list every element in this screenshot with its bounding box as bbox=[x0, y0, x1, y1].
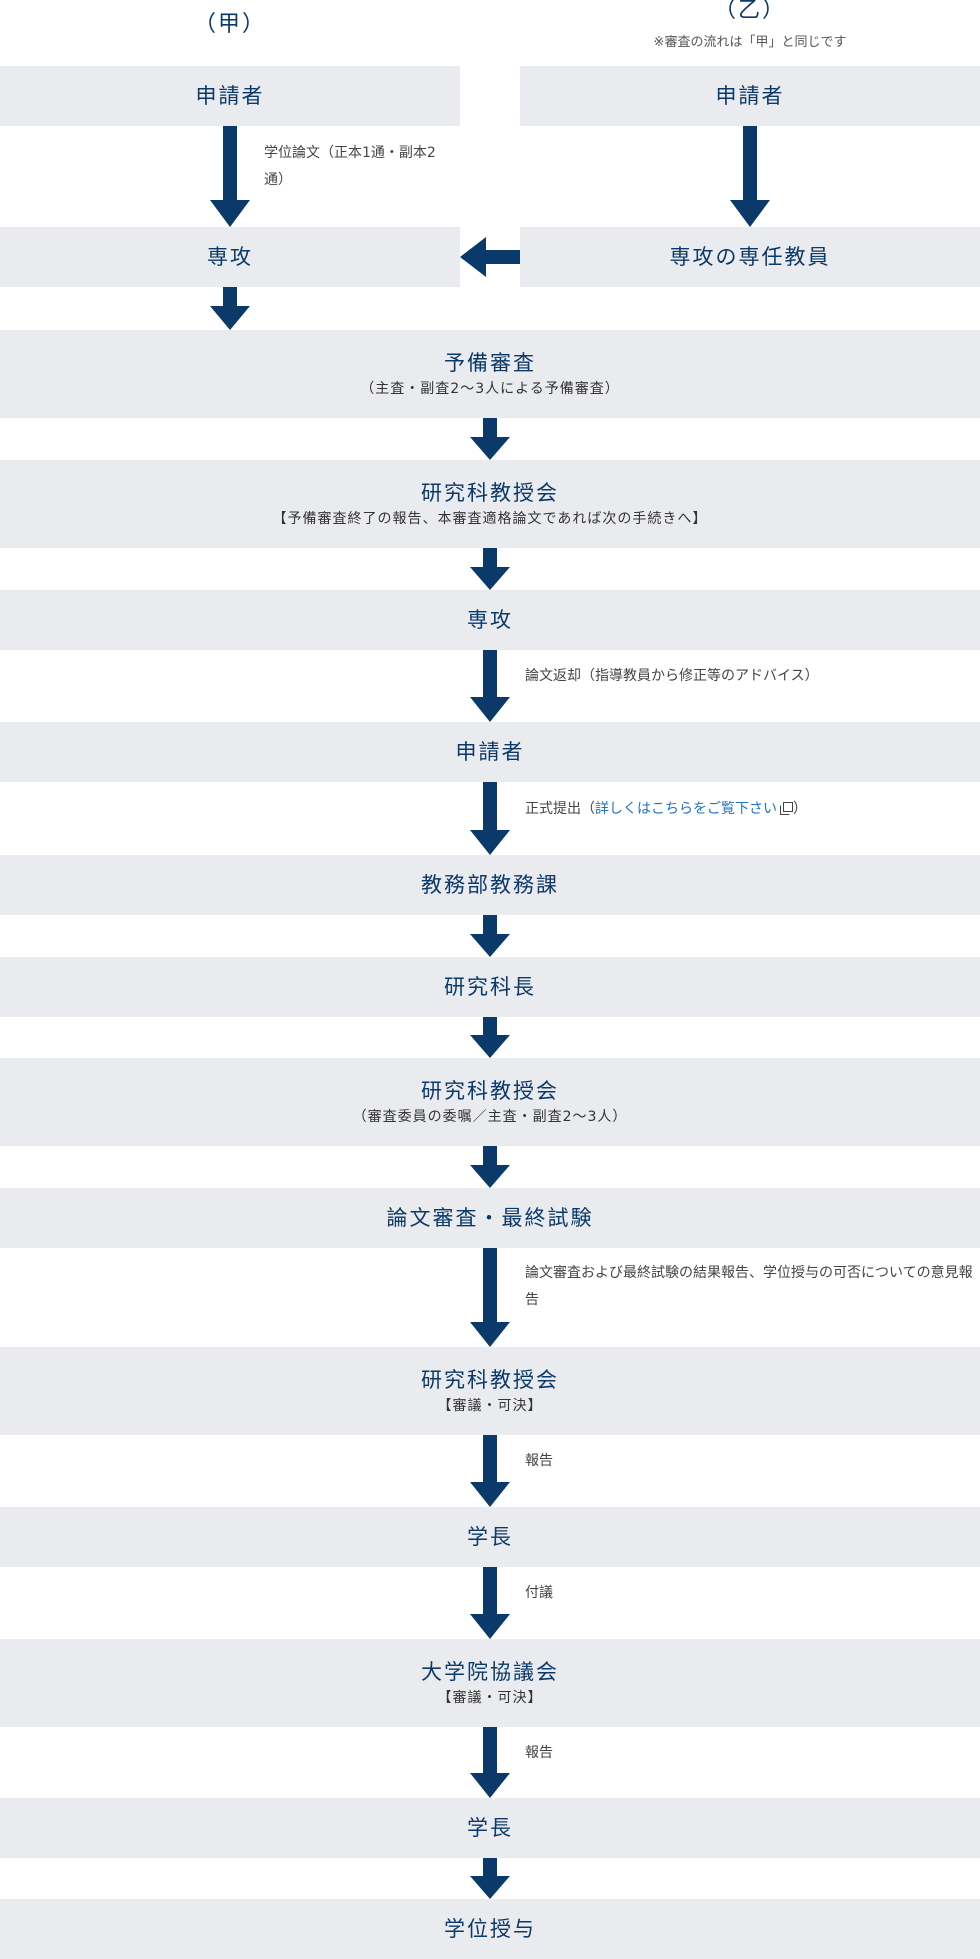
arrow-president2-to-degree bbox=[470, 1858, 510, 1899]
box-president-2: 学長 bbox=[0, 1798, 980, 1858]
note-formal-suffix: ） bbox=[793, 801, 807, 817]
arrow-right-applicant-to-faculty bbox=[730, 126, 770, 227]
note-report-2: 報告 bbox=[525, 1745, 553, 1761]
box-applicant-title: 申請者 bbox=[455, 740, 525, 764]
note-thesis-return: 論文返却（指導教員から修正等のアドバイス） bbox=[525, 668, 819, 684]
arrow-major-to-applicant bbox=[470, 650, 510, 722]
box-right-faculty: 専攻の専任教員 bbox=[520, 227, 980, 287]
box-faculty-council-1: 研究科教授会 【予備審査終了の報告、本審査適格論文であれば次の手続きへ】 bbox=[0, 460, 980, 548]
box-faculty-council-3-title: 研究科教授会 bbox=[421, 1368, 559, 1392]
box-left-major: 専攻 bbox=[0, 227, 460, 287]
box-graduate-council: 大学院協議会 【審議・可決】 bbox=[0, 1639, 980, 1727]
box-major: 専攻 bbox=[0, 590, 980, 650]
arrow-grad-council-to-president2 bbox=[470, 1727, 510, 1798]
box-faculty-council-1-title: 研究科教授会 bbox=[421, 481, 559, 505]
box-president-1-title: 学長 bbox=[467, 1525, 513, 1549]
note-refer: 付議 bbox=[525, 1585, 553, 1601]
details-link[interactable]: 詳しくはこちらをご覧下さい bbox=[595, 801, 777, 817]
box-preliminary-review-title: 予備審査 bbox=[444, 351, 536, 375]
note-formal-submission: 正式提出（詳しくはこちらをご覧下さい ） bbox=[525, 796, 807, 825]
box-faculty-council-2-title: 研究科教授会 bbox=[421, 1079, 559, 1103]
box-preliminary-review: 予備審査 （主査・副査2〜3人による予備審査） bbox=[0, 330, 980, 418]
box-academic-affairs: 教務部教務課 bbox=[0, 855, 980, 915]
column-header-otsu: （乙） bbox=[713, 0, 786, 23]
box-faculty-council-3-sub: 【審議・可決】 bbox=[437, 1398, 543, 1414]
box-left-major-title: 専攻 bbox=[207, 245, 253, 269]
box-president-1: 学長 bbox=[0, 1507, 980, 1567]
box-faculty-council-2: 研究科教授会 （審査委員の委嘱／主査・副査2〜3人） bbox=[0, 1058, 980, 1146]
arrow-faculty-to-major bbox=[460, 237, 520, 277]
box-degree-conferral-title: 学位授与 bbox=[444, 1917, 536, 1941]
box-degree-conferral: 学位授与 bbox=[0, 1899, 980, 1959]
box-major-title: 専攻 bbox=[467, 608, 513, 632]
box-right-faculty-title: 専攻の専任教員 bbox=[669, 245, 831, 269]
arrow-council1-to-major bbox=[470, 548, 510, 590]
box-thesis-exam-title: 論文審査・最終試験 bbox=[386, 1206, 594, 1230]
arrow-major-to-preliminary bbox=[210, 287, 250, 330]
box-faculty-council-3: 研究科教授会 【審議・可決】 bbox=[0, 1347, 980, 1435]
arrow-dean-to-council2 bbox=[470, 1017, 510, 1058]
box-president-2-title: 学長 bbox=[467, 1816, 513, 1840]
box-dean-title: 研究科長 bbox=[444, 975, 536, 999]
box-preliminary-review-sub: （主査・副査2〜3人による予備審査） bbox=[360, 381, 620, 397]
box-graduate-council-sub: 【審議・可決】 bbox=[437, 1690, 543, 1706]
arrow-council3-to-president1 bbox=[470, 1435, 510, 1507]
box-dean: 研究科長 bbox=[0, 957, 980, 1017]
arrow-academic-affairs-to-dean bbox=[470, 915, 510, 957]
box-academic-affairs-title: 教務部教務課 bbox=[421, 873, 559, 897]
box-right-applicant: 申請者 bbox=[520, 66, 980, 126]
arrow-council2-to-exam bbox=[470, 1146, 510, 1188]
arrow-exam-to-council3 bbox=[470, 1248, 510, 1347]
box-thesis-exam: 論文審査・最終試験 bbox=[0, 1188, 980, 1248]
note-formal-prefix: 正式提出（ bbox=[525, 801, 595, 817]
arrow-left-applicant-to-major bbox=[210, 126, 250, 227]
box-faculty-council-1-sub: 【予備審査終了の報告、本審査適格論文であれば次の手続きへ】 bbox=[272, 511, 708, 527]
otsu-flow-note: ※審査の流れは「甲」と同じです bbox=[653, 35, 847, 50]
note-report-1: 報告 bbox=[525, 1453, 553, 1469]
arrow-preliminary-to-council1 bbox=[470, 418, 510, 460]
note-thesis-submission: 学位論文（正本1通・副本2通） bbox=[264, 145, 436, 188]
arrow-president1-to-grad-council bbox=[470, 1567, 510, 1639]
box-left-applicant-title: 申請者 bbox=[195, 84, 265, 108]
note-exam-report: 論文審査および最終試験の結果報告、学位授与の可否についての意見報告 bbox=[525, 1265, 973, 1308]
box-applicant: 申請者 bbox=[0, 722, 980, 782]
external-link-icon[interactable] bbox=[780, 798, 793, 825]
box-graduate-council-title: 大学院協議会 bbox=[421, 1660, 559, 1684]
box-left-applicant: 申請者 bbox=[0, 66, 460, 126]
box-right-applicant-title: 申請者 bbox=[715, 84, 785, 108]
column-header-kou: （甲） bbox=[193, 12, 266, 37]
arrow-applicant-to-academic-affairs bbox=[470, 782, 510, 855]
box-faculty-council-2-sub: （審査委員の委嘱／主査・副査2〜3人） bbox=[352, 1109, 628, 1125]
